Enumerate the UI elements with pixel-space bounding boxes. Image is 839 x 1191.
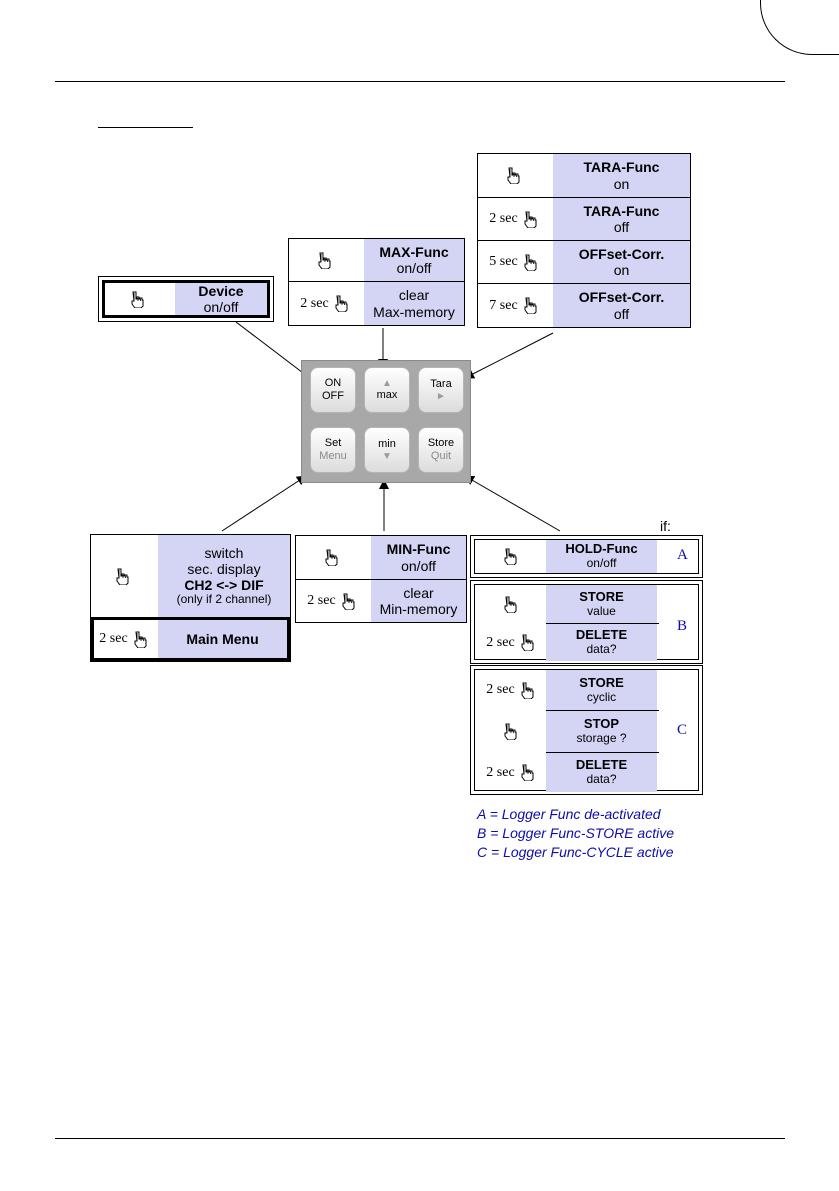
- offset-off-sub: off: [613, 305, 630, 322]
- key-label: max: [376, 389, 398, 402]
- hand-icon: [342, 593, 355, 610]
- divider: [546, 623, 659, 624]
- key-label: min: [378, 437, 396, 450]
- hand-icon: [521, 682, 534, 699]
- offset-on-sub: on: [613, 262, 630, 278]
- key-label: OFF: [322, 390, 344, 402]
- down-arrow-icon: ▼: [382, 450, 392, 462]
- main-menu-label: Main Menu: [186, 630, 259, 647]
- tara-on-sub: on: [613, 175, 630, 192]
- hand-icon: [504, 596, 517, 613]
- switch-l1: switch: [204, 544, 244, 561]
- arrow-set: [221, 475, 307, 532]
- tara-panel: TARA-Func on 2 sec TARA-Func off 5 sec O…: [477, 153, 691, 328]
- store-quit-key[interactable]: Store Quit: [418, 427, 464, 473]
- letter-b: B: [677, 618, 688, 634]
- divider: [546, 752, 659, 753]
- hand-icon: [504, 723, 517, 740]
- if-label: if:: [660, 518, 671, 534]
- switch-l2: sec. display: [187, 561, 261, 578]
- legend-a: A = Logger Func de-activated: [477, 806, 661, 822]
- key-label: ON: [324, 377, 342, 390]
- tara-off-sub: off: [613, 219, 630, 235]
- delete-secs: 2 sec: [486, 634, 515, 650]
- min-clear-title: clear: [403, 584, 434, 601]
- divider: [546, 710, 659, 711]
- delete-c-title: DELETE: [575, 757, 628, 773]
- hand-icon: [504, 548, 517, 565]
- hold-func-title: HOLD-Func: [565, 541, 638, 557]
- right-arrow-icon: ►: [436, 390, 446, 402]
- max-clear-sub: Max-memory: [373, 303, 455, 320]
- logger-b-panel: STORE value 2 sec DELETE data? B: [470, 580, 703, 664]
- min-key[interactable]: min ▼: [364, 427, 410, 473]
- store-cyclic-title: STORE: [579, 674, 624, 690]
- footer-rule: [55, 1138, 785, 1139]
- tara-key[interactable]: Tara ►: [418, 367, 464, 413]
- key-label: Set: [324, 437, 342, 450]
- hold-func-sub: on/off: [586, 556, 617, 571]
- device-panel: Device on/off: [98, 276, 274, 322]
- hand-icon: [325, 549, 338, 566]
- store-value-sub: value: [587, 603, 616, 618]
- legend-c: C = Logger Func-CYCLE active: [477, 844, 674, 860]
- max-key[interactable]: ▲ max: [364, 367, 410, 413]
- heading-underline: [98, 127, 193, 128]
- store-value-title: STORE: [579, 588, 624, 604]
- tara-off-secs: 2 sec: [489, 211, 518, 226]
- tara-on-title: TARA-Func: [583, 159, 660, 176]
- hand-icon: [521, 764, 534, 781]
- keypad: ON OFF ▲ max Tara ► Set Menu min ▼ Store…: [301, 360, 471, 483]
- stop-storage-title: STOP: [583, 716, 620, 732]
- letter-c: C: [677, 722, 688, 738]
- logger-c-panel: 2 sec STORE cyclic STOP storage ? 2 sec …: [470, 665, 703, 795]
- delete-data-title: DELETE: [575, 627, 628, 643]
- switch-panel: switch sec. display CH2 <-> DIF (only if…: [90, 534, 291, 662]
- max-func-sub: on/off: [396, 260, 432, 276]
- logger-a-panel: HOLD-Func on/off A: [470, 535, 703, 578]
- min-secs: 2 sec: [307, 593, 336, 608]
- offset-on-secs: 5 sec: [489, 254, 518, 269]
- key-label: Menu: [319, 450, 347, 462]
- max-secs: 2 sec: [300, 295, 329, 311]
- store-cyclic-sub: cyclic: [586, 689, 617, 704]
- max-func-title: MAX-Func: [379, 243, 449, 260]
- arrow-device: [235, 321, 312, 380]
- min-clear-sub: Min-memory: [379, 601, 458, 617]
- set-menu-key[interactable]: Set Menu: [310, 427, 356, 473]
- device-sub: on/off: [203, 299, 239, 315]
- legend-b: B = Logger Func-STORE active: [477, 825, 674, 841]
- key-label: Store: [427, 437, 455, 450]
- device-title: Device: [198, 282, 244, 299]
- tara-off-title: TARA-Func: [583, 202, 660, 219]
- hand-icon: [116, 568, 129, 585]
- offset-off-secs: 7 sec: [489, 297, 518, 313]
- arrow-tara: [464, 332, 554, 379]
- min-panel: MIN-Func on/off 2 sec clear Min-memory: [295, 535, 467, 623]
- min-func-title: MIN-Func: [386, 541, 451, 558]
- key-label: Tara: [430, 377, 452, 390]
- max-clear-title: clear: [398, 287, 430, 304]
- stop-storage-sub: storage ?: [576, 731, 627, 746]
- offset-off-title: OFFset-Corr.: [578, 289, 665, 306]
- delete-c-secs: 2 sec: [486, 764, 515, 780]
- hand-icon: [521, 634, 534, 651]
- letter-a: A: [677, 547, 688, 563]
- max-panel: MAX-Func on/off 2 sec clear Max-memory: [288, 238, 465, 326]
- menu-secs: 2 sec: [99, 631, 128, 646]
- hand-icon: [134, 631, 147, 648]
- key-label: Quit: [430, 450, 452, 462]
- switch-l3: CH2 <-> DIF: [184, 577, 264, 594]
- delete-c-sub: data?: [586, 772, 617, 787]
- up-arrow-icon: ▲: [382, 377, 392, 389]
- switch-l4: (only if 2 channel): [176, 592, 272, 607]
- on-off-key[interactable]: ON OFF: [310, 367, 356, 413]
- header-rule: [55, 81, 785, 82]
- arrow-store: [464, 475, 561, 532]
- delete-data-sub: data?: [586, 642, 617, 657]
- min-func-sub: on/off: [401, 557, 436, 574]
- store-cyclic-secs: 2 sec: [486, 682, 515, 697]
- offset-on-title: OFFset-Corr.: [578, 245, 665, 262]
